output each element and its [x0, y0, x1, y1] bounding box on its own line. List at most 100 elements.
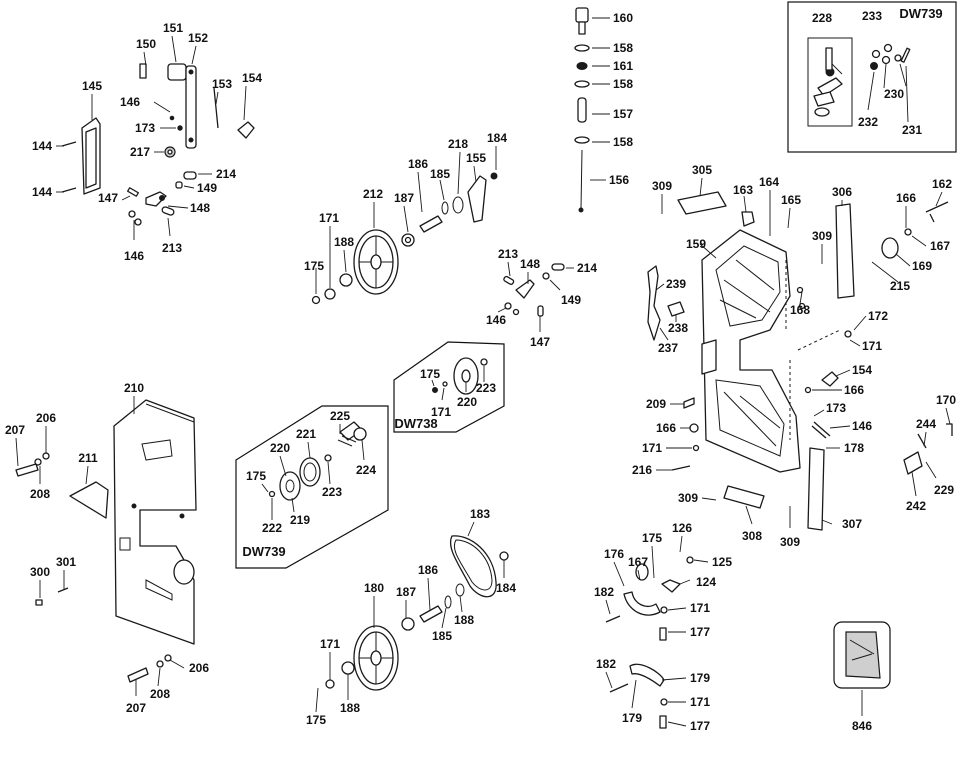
callout-175: 175	[304, 259, 324, 273]
callout-171: 171	[690, 695, 710, 709]
callout-231: 231	[902, 123, 922, 137]
callout-229: 229	[934, 483, 954, 497]
callout-207: 207	[5, 423, 25, 437]
callout-188: 188	[340, 701, 360, 715]
callout-309: 309	[652, 179, 672, 193]
callout-182: 182	[594, 585, 614, 599]
inset-frame-dw739-top	[787, 1, 957, 153]
callout-305: 305	[692, 163, 712, 177]
callout-166: 166	[896, 191, 916, 205]
callout-151: 151	[163, 21, 183, 35]
callout-220: 220	[270, 441, 290, 455]
callout-144: 144	[32, 185, 52, 199]
callout-223: 223	[476, 381, 496, 395]
callout-217: 217	[130, 145, 150, 159]
callout-150: 150	[136, 37, 156, 51]
callout-145: 145	[82, 79, 102, 93]
callout-175: 175	[420, 367, 440, 381]
callout-233: 233	[862, 9, 882, 23]
callout-309: 309	[812, 229, 832, 243]
callout-183: 183	[470, 507, 490, 521]
callout-171: 171	[431, 405, 451, 419]
callout-186: 186	[418, 563, 438, 577]
callout-158: 158	[613, 135, 633, 149]
callout-224: 224	[356, 463, 376, 477]
callout-161: 161	[613, 59, 633, 73]
callout-146: 146	[124, 249, 144, 263]
inset-title-dw739-lower: DW739	[242, 544, 285, 559]
callout-163: 163	[733, 183, 753, 197]
callout-238: 238	[668, 321, 688, 335]
callout-239: 239	[666, 277, 686, 291]
callout-218: 218	[448, 137, 468, 151]
callout-148: 148	[520, 257, 540, 271]
callout-214: 214	[577, 261, 597, 275]
callout-208: 208	[30, 487, 50, 501]
callout-154: 154	[242, 71, 262, 85]
callout-144: 144	[32, 139, 52, 153]
callout-146: 146	[852, 419, 872, 433]
callout-126: 126	[672, 521, 692, 535]
callout-149: 149	[561, 293, 581, 307]
callout-222: 222	[262, 521, 282, 535]
callout-158: 158	[613, 77, 633, 91]
callout-156: 156	[609, 173, 629, 187]
callout-177: 177	[690, 719, 710, 733]
callout-244: 244	[916, 417, 936, 431]
callout-172: 172	[868, 309, 888, 323]
callout-309: 309	[678, 491, 698, 505]
line-art	[15, 1, 957, 729]
callout-159: 159	[686, 237, 706, 251]
callout-124: 124	[696, 575, 716, 589]
callout-184: 184	[487, 131, 507, 145]
callout-230: 230	[884, 87, 904, 101]
callout-175: 175	[642, 531, 662, 545]
callout-182: 182	[596, 657, 616, 671]
callout-206: 206	[189, 661, 209, 675]
callout-220: 220	[457, 395, 477, 409]
callout-308: 308	[742, 529, 762, 543]
inset-frame-dw738	[393, 341, 505, 433]
callout-158: 158	[613, 41, 633, 55]
callout-214: 214	[216, 167, 236, 181]
callout-185: 185	[432, 629, 452, 643]
callout-147: 147	[530, 335, 550, 349]
main-frame-159	[701, 229, 801, 473]
callout-153: 153	[212, 77, 232, 91]
callout-125: 125	[712, 555, 732, 569]
callout-171: 171	[862, 339, 882, 353]
callout-168: 168	[790, 303, 810, 317]
callout-146: 146	[486, 313, 506, 327]
callout-237: 237	[658, 341, 678, 355]
callout-152: 152	[188, 31, 208, 45]
callout-160: 160	[613, 11, 633, 25]
callout-171: 171	[319, 211, 339, 225]
callout-223: 223	[322, 485, 342, 499]
callout-213: 213	[498, 247, 518, 261]
callout-212: 212	[363, 187, 383, 201]
callout-169: 169	[912, 259, 932, 273]
callout-176: 176	[604, 547, 624, 561]
callout-225: 225	[330, 409, 350, 423]
callout-242: 242	[906, 499, 926, 513]
callout-157: 157	[613, 107, 633, 121]
callout-307: 307	[842, 517, 862, 531]
callout-300: 300	[30, 565, 50, 579]
lower-wheel-180	[353, 625, 399, 691]
lower-wheel-guard-210	[113, 399, 197, 645]
callout-171: 171	[642, 441, 662, 455]
callout-166: 166	[844, 383, 864, 397]
callout-184: 184	[496, 581, 516, 595]
callout-171: 171	[320, 637, 340, 651]
callout-173: 173	[135, 121, 155, 135]
callout-213: 213	[162, 241, 182, 255]
callout-209: 209	[646, 397, 666, 411]
inset-frame-dw739-lower	[235, 405, 389, 569]
callout-165: 165	[781, 193, 801, 207]
callout-187: 187	[394, 191, 414, 205]
callout-167: 167	[628, 555, 648, 569]
callout-154: 154	[852, 363, 872, 377]
hardware-bag-box-846	[833, 621, 891, 689]
callout-207: 207	[126, 701, 146, 715]
